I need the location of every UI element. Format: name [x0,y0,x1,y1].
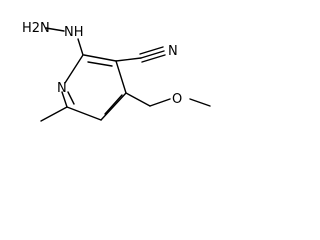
atom-label-nitrile-n: N [168,44,178,59]
chemical-structure: H2N NH N N O [22,21,211,122]
bond-c6-methyl [40,106,68,122]
bond-c2-c3-inner [87,61,113,67]
atom-label-group: H2N NH N N O [22,21,182,107]
bond-c4-ch2 [125,92,151,107]
atom-label-ring-n: N [57,81,67,96]
bond-c5-c4-inner [104,94,123,115]
atom-label-nh: NH [64,25,84,40]
bond-c3-c4 [115,60,127,94]
bond-ch2-o [149,98,171,107]
bond-o-ch3 [189,98,211,107]
bond-nitrile-2 [139,46,164,55]
bond-c2-nh [77,38,84,56]
atom-label-nh2: H2N [22,21,50,36]
bond-nitrile-1 [140,50,165,59]
bond-c3-cn [115,57,142,62]
bond-c5-c6 [66,106,102,121]
bond-c6-n1 [61,91,68,108]
bond-c2-c3 [83,54,117,62]
bond-n1-c2 [64,54,84,84]
bond-group [40,27,211,122]
atom-label-ether-o: O [172,92,182,107]
bond-nitrile-3 [141,54,166,63]
bond-c4-c5 [100,92,127,121]
bond-c6-n1-inner [67,91,75,105]
bond-nh-nh2 [45,27,65,32]
